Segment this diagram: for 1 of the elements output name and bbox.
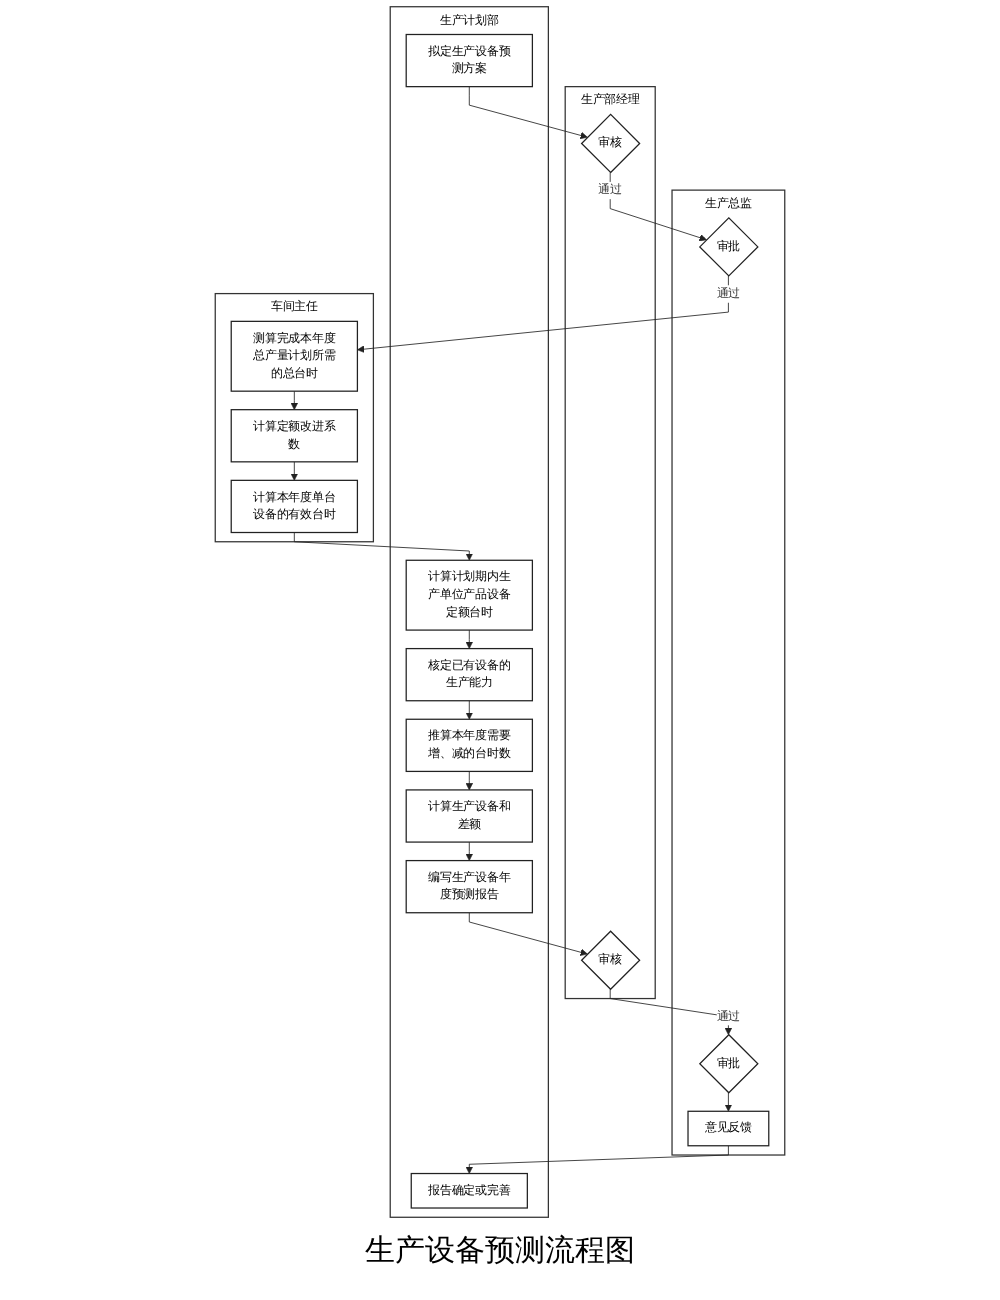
caption: 生产设备预测流程图: [365, 1236, 635, 1268]
